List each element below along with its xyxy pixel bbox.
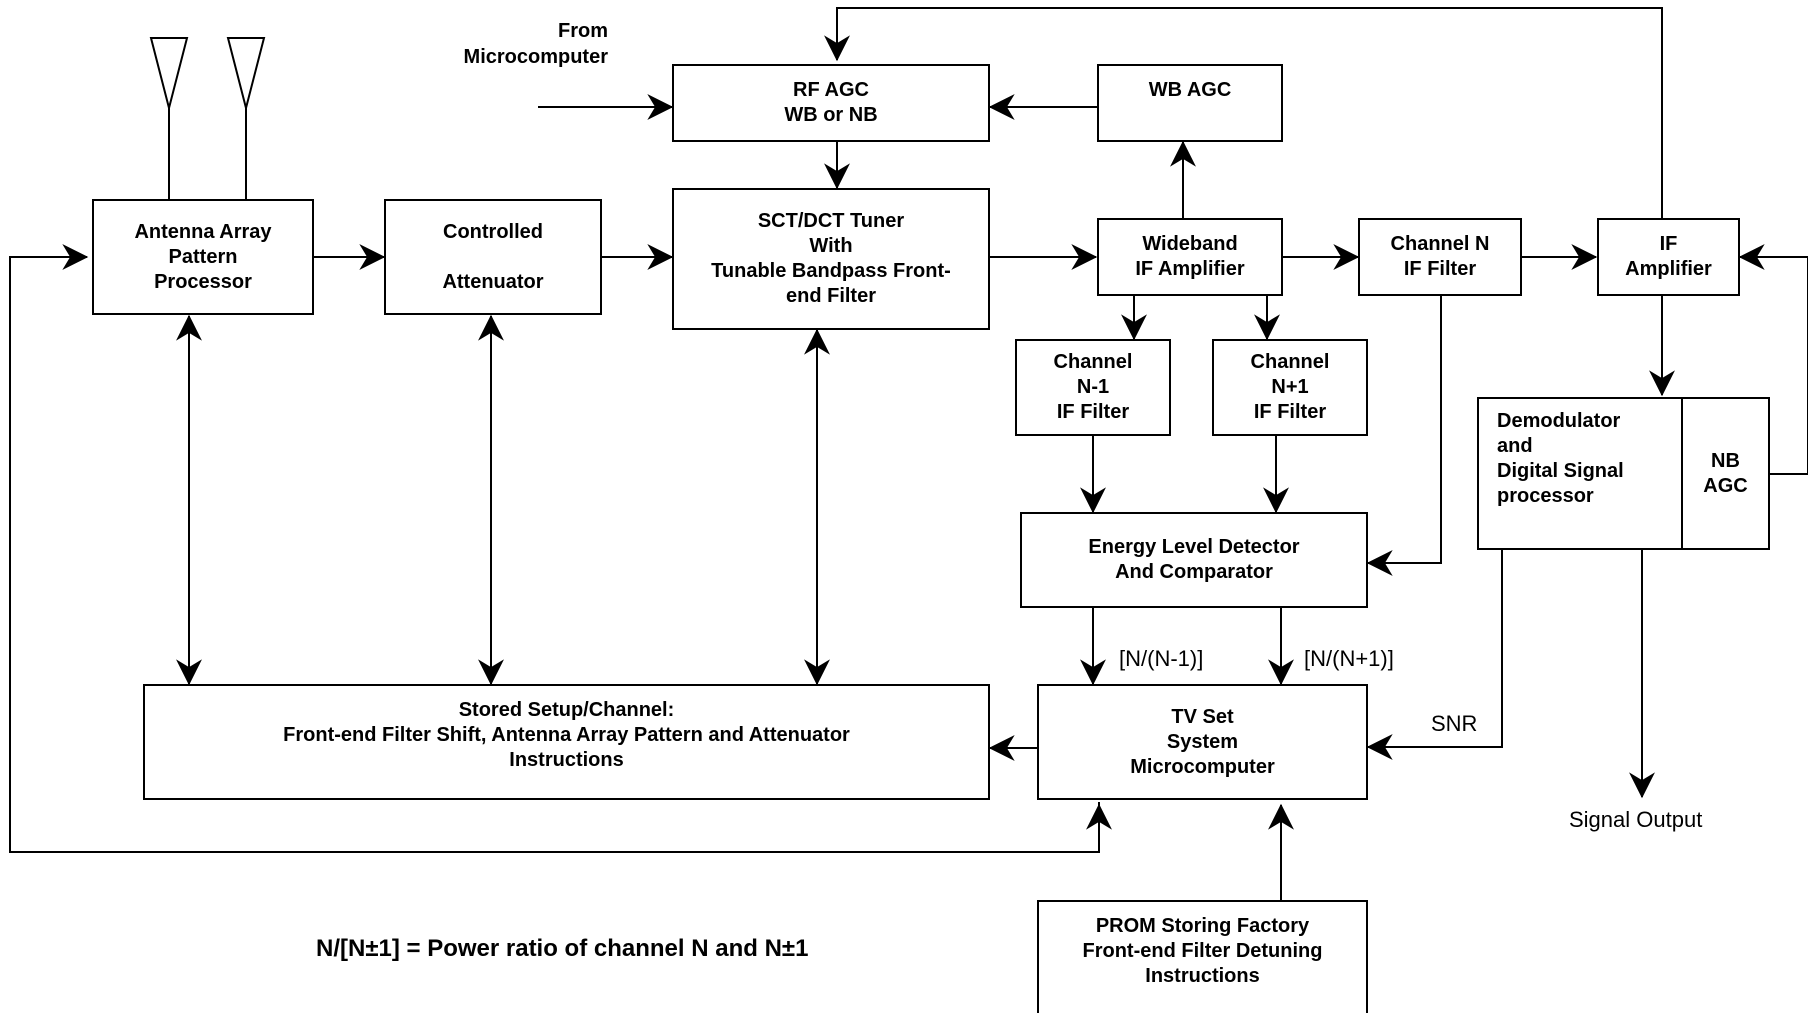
ch-n-line-1: Channel N bbox=[1390, 233, 1490, 255]
wb-if-line-1: Wideband bbox=[1142, 233, 1238, 255]
demodulator-dsp-block: Demodulator and Digital Signal processor bbox=[1477, 397, 1683, 550]
signal-output-label: Signal Output bbox=[1569, 807, 1703, 832]
tv-set-microcomputer-block: TV Set System Microcomputer bbox=[1037, 684, 1368, 800]
prom-block: PROM Storing Factory Front-end Filter De… bbox=[1037, 900, 1368, 1013]
rf-agc-line-2: WB or NB bbox=[784, 104, 878, 126]
tv-micro-line-1: TV Set bbox=[1171, 705, 1234, 728]
power-ratio-note: N/[N±1] = Power ratio of channel N and N… bbox=[316, 935, 809, 962]
from-label-line-2: Microcomputer bbox=[463, 46, 608, 68]
demod-line-4: processor bbox=[1497, 485, 1594, 507]
stored-line-2: Front-end Filter Shift, Antenna Array Pa… bbox=[283, 724, 850, 746]
ch-np1-line-2: N+1 bbox=[1271, 376, 1309, 398]
wb-if-line-2: IF Amplifier bbox=[1135, 258, 1245, 280]
tuner-line-1: SCT/DCT Tuner bbox=[757, 210, 905, 232]
tv-micro-line-2: System bbox=[1166, 730, 1239, 753]
antenna-2-icon bbox=[226, 37, 266, 109]
ratio-n-plus-1-label: [N/(N+1)] bbox=[1304, 646, 1394, 671]
ch-np1-line-3: IF Filter bbox=[1253, 401, 1327, 423]
stored-setup-block: Stored Setup/Channel: Front-end Filter S… bbox=[143, 684, 990, 800]
tuner-line-4: end Filter bbox=[785, 285, 876, 307]
ch-nm1-line-3: IF Filter bbox=[1056, 401, 1130, 423]
if-amplifier-block: IF Amplifier bbox=[1597, 218, 1740, 296]
from-microcomputer-label: From Microcomputer bbox=[440, 18, 608, 70]
antenna-array-processor-block: Antenna Array Pattern Processor bbox=[92, 199, 314, 315]
rf-agc-line-1: RF AGC bbox=[793, 79, 869, 101]
from-label-line-1: From bbox=[558, 20, 608, 42]
channel-n-plus-1-if-filter-block: Channel N+1 IF Filter bbox=[1212, 339, 1368, 436]
antenna-proc-line-3: Processor bbox=[154, 270, 252, 293]
antenna-proc-line-1: Antenna Array bbox=[134, 220, 272, 243]
ch-np1-line-1: Channel bbox=[1250, 351, 1330, 373]
antenna-proc-line-2: Pattern bbox=[168, 245, 238, 268]
prom-line-2: Front-end Filter Detuning bbox=[1082, 940, 1323, 962]
nb-agc-block: NB AGC bbox=[1681, 397, 1770, 550]
demod-line-1: Demodulator bbox=[1497, 410, 1621, 432]
attenuator-line-1: Controlled bbox=[443, 220, 543, 243]
controlled-attenuator-block: Controlled Attenuator bbox=[384, 199, 602, 315]
if-amp-line-1: IF bbox=[1659, 233, 1678, 255]
snr-label: SNR bbox=[1431, 711, 1478, 736]
ratio-n-minus-1-label: [N/(N-1)] bbox=[1119, 646, 1204, 671]
tuner-block: SCT/DCT Tuner With Tunable Bandpass Fron… bbox=[672, 188, 990, 330]
demod-line-2: and bbox=[1497, 435, 1533, 457]
demod-line-3: Digital Signal bbox=[1497, 460, 1624, 482]
nb-agc-line-1: NB bbox=[1711, 449, 1740, 472]
energy-line-1: Energy Level Detector bbox=[1088, 536, 1300, 558]
energy-level-detector-block: Energy Level Detector And Comparator bbox=[1020, 512, 1368, 608]
energy-line-2: And Comparator bbox=[1115, 561, 1273, 583]
wb-agc-block: WB AGC bbox=[1097, 64, 1283, 142]
stored-line-1: Stored Setup/Channel: bbox=[458, 699, 675, 721]
rf-agc-block: RF AGC WB or NB bbox=[672, 64, 990, 142]
ch-nm1-line-2: N-1 bbox=[1076, 376, 1110, 398]
ch-nm1-line-1: Channel bbox=[1053, 351, 1133, 373]
wb-agc-line-1: WB AGC bbox=[1148, 79, 1232, 101]
tuner-line-3: Tunable Bandpass Front- bbox=[711, 260, 951, 282]
tv-micro-line-3: Microcomputer bbox=[1130, 755, 1275, 778]
prom-line-1: PROM Storing Factory bbox=[1095, 915, 1310, 937]
channel-n-if-filter-block: Channel N IF Filter bbox=[1358, 218, 1522, 296]
prom-line-3: Instructions bbox=[1145, 965, 1260, 987]
ch-n-line-2: IF Filter bbox=[1403, 258, 1477, 280]
attenuator-line-3: Attenuator bbox=[442, 270, 544, 293]
antenna-1-icon bbox=[149, 37, 189, 109]
nb-agc-line-2: AGC bbox=[1703, 474, 1748, 497]
tuner-line-2: With bbox=[809, 235, 853, 257]
if-amp-line-2: Amplifier bbox=[1625, 258, 1712, 280]
channel-n-minus-1-if-filter-block: Channel N-1 IF Filter bbox=[1015, 339, 1171, 436]
stored-line-3: Instructions bbox=[509, 749, 624, 771]
wideband-if-amplifier-block: Wideband IF Amplifier bbox=[1097, 218, 1283, 296]
